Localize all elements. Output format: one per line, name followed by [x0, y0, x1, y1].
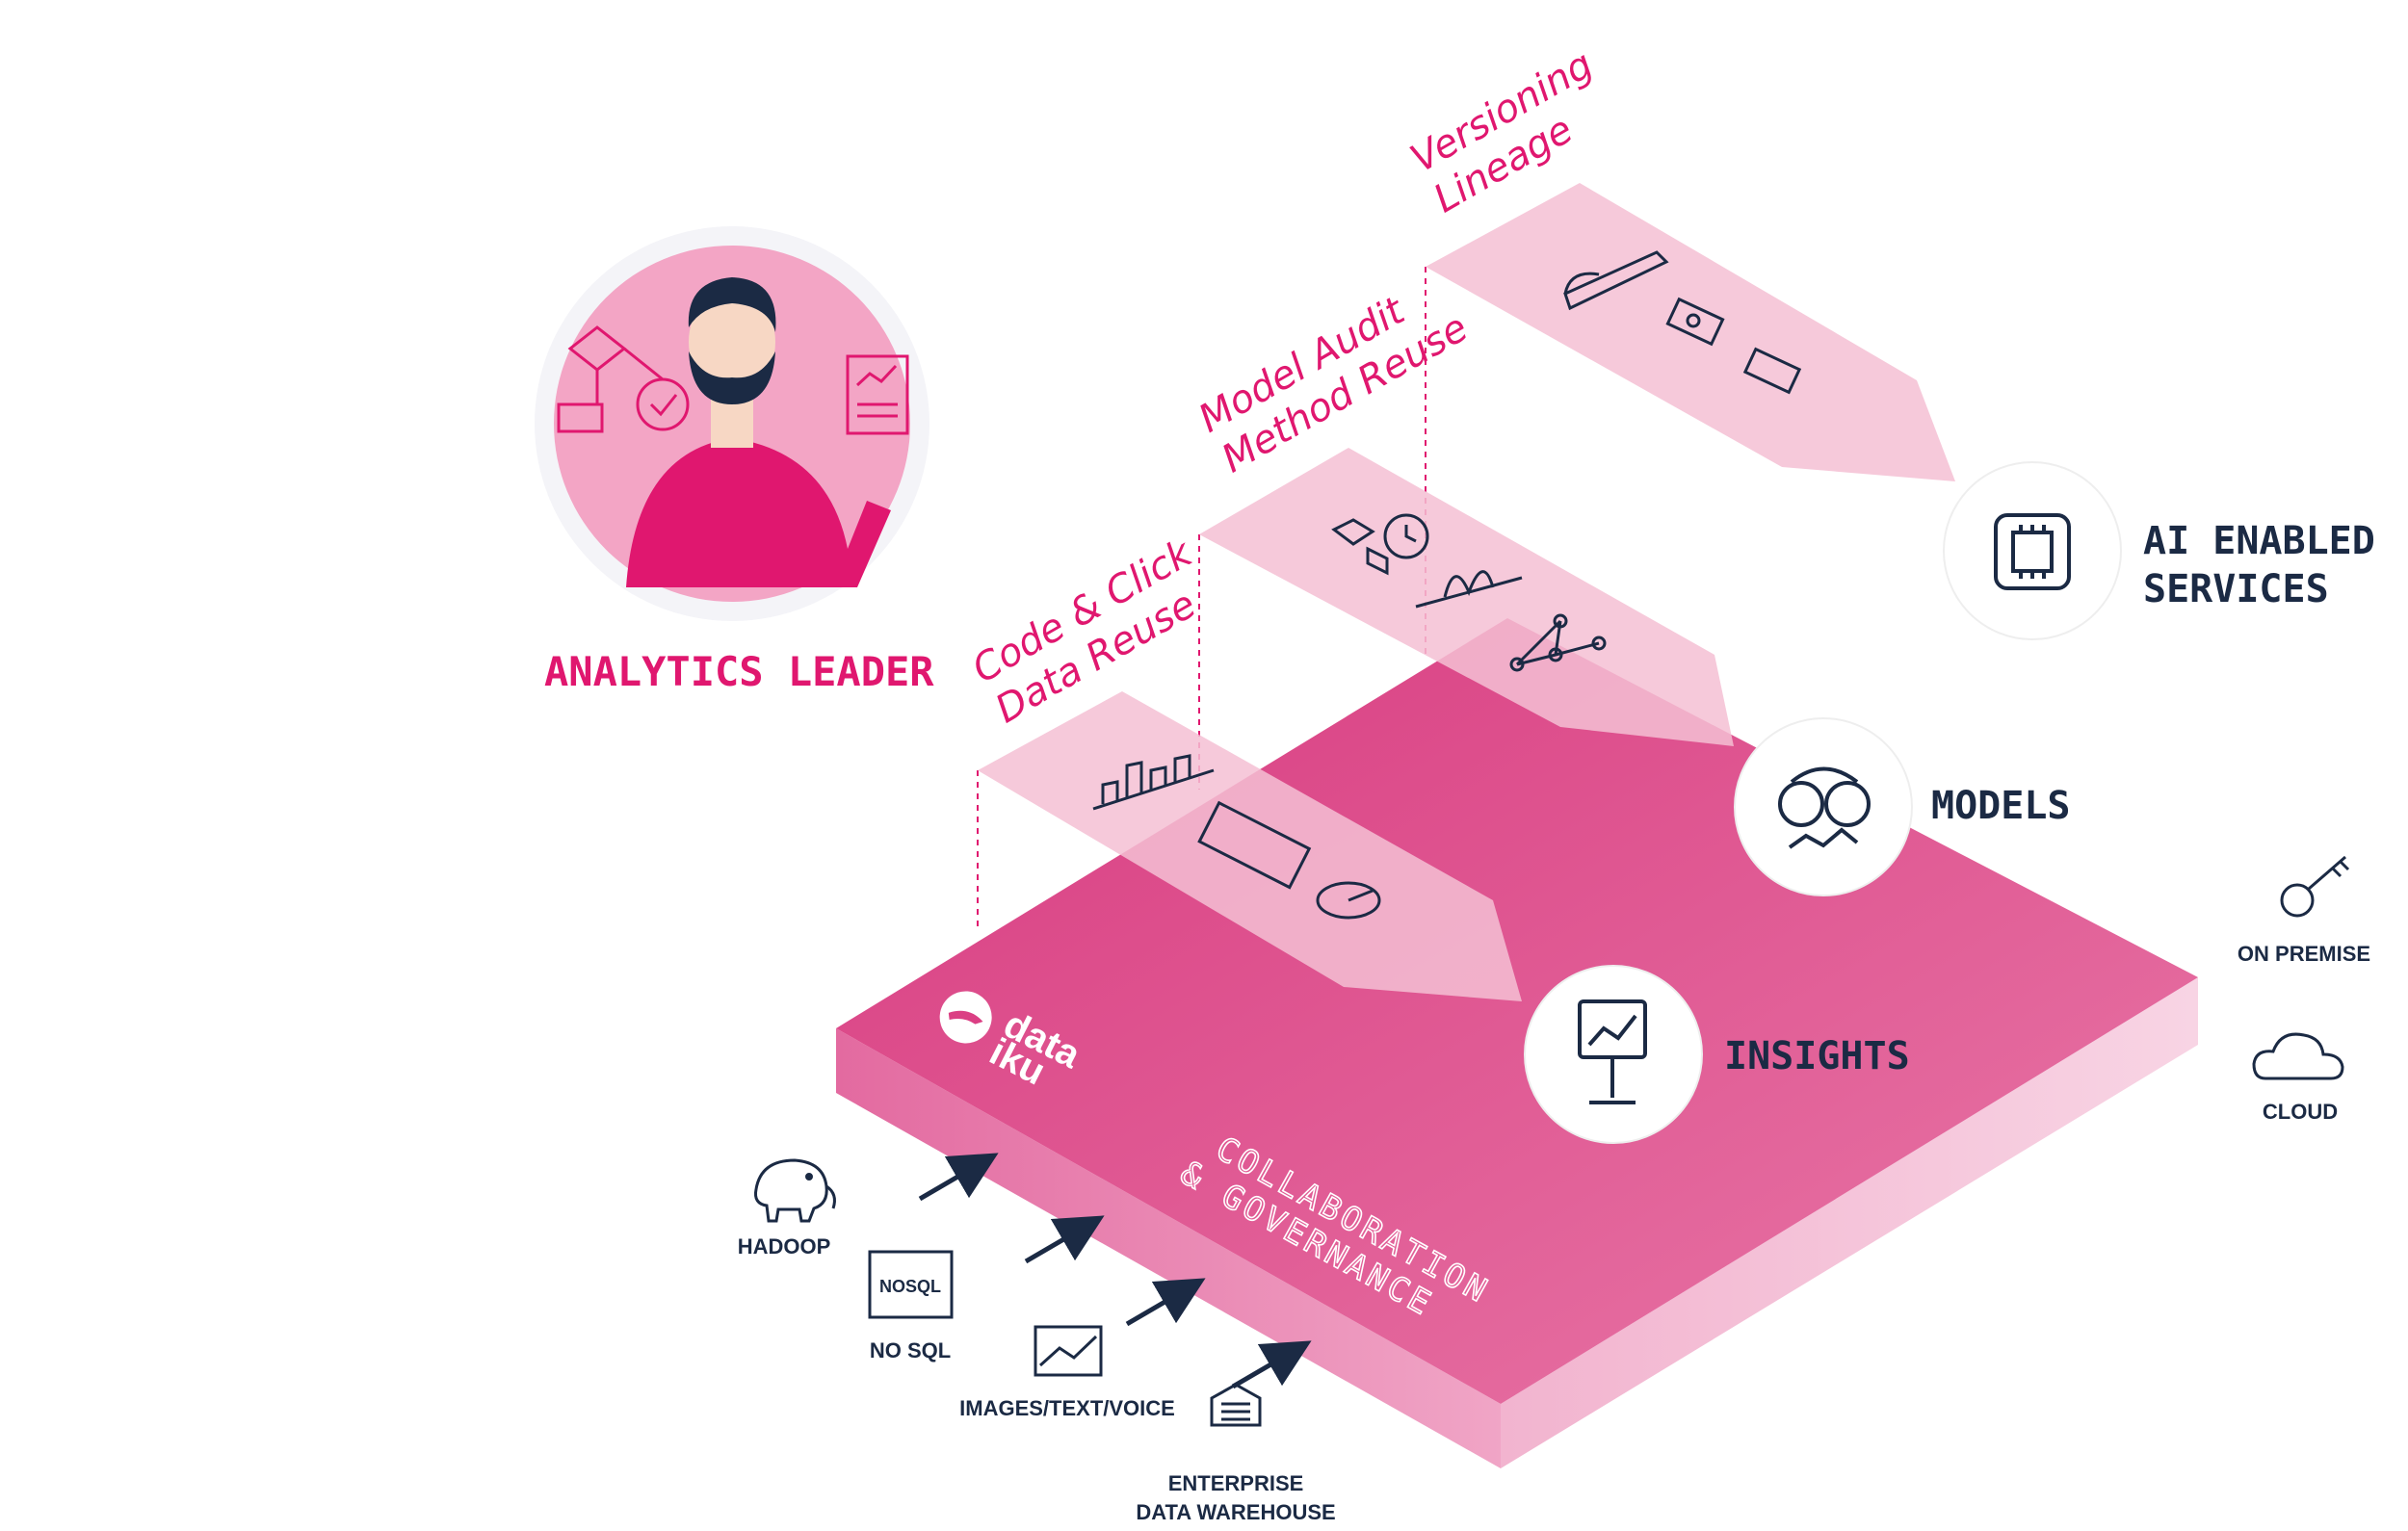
on-premise-label: ON PREMISE	[2238, 942, 2370, 966]
cpu-chip-icon	[1994, 513, 2071, 590]
hadoop-label: HADOOP	[738, 1234, 831, 1259]
panel-bottom-shape	[978, 691, 1522, 1001]
nosql-icon	[868, 1250, 954, 1319]
image-chart-icon	[1034, 1325, 1103, 1377]
models-label: MODELS	[1931, 784, 2071, 828]
analytics-leader-avatar	[535, 226, 929, 621]
chip-card-icon	[1742, 347, 1802, 395]
clock-icon	[1383, 513, 1429, 559]
ai-services-circle	[1943, 461, 2122, 640]
cloud-icon	[2252, 1032, 2344, 1080]
cloud-option: CLOUD	[2252, 1032, 2344, 1124]
panel-middle-shape	[1199, 448, 1734, 746]
kiosk-chart-icon	[1578, 999, 1647, 1104]
cloud-label: CLOUD	[2263, 1100, 2338, 1124]
network-graph-icon	[1509, 613, 1607, 672]
ai-label-line1: AI ENABLED	[2143, 519, 2375, 563]
source-arrows	[918, 1153, 1312, 1389]
panel-top	[1426, 183, 1955, 481]
persona-label: ANALYTICS LEADER	[544, 648, 934, 695]
warehouse-icon	[1210, 1383, 1262, 1427]
device-icon	[1665, 297, 1725, 347]
insights-circle	[1524, 965, 1703, 1144]
dataiku-logo: data iku	[939, 991, 1087, 1094]
warehouse-label-line1: ENTERPRISE	[1168, 1471, 1304, 1495]
insights-label: INSIGHTS	[1724, 1034, 1910, 1078]
insights-node: INSIGHTS	[1524, 965, 1910, 1144]
flowchart-icon	[557, 325, 690, 433]
distribution-icon	[1415, 570, 1523, 609]
nosql-label: NO SQL	[870, 1338, 951, 1362]
on-premise-option: ON PREMISE	[2238, 855, 2370, 966]
ai-services-node: AI ENABLED SERVICES	[1943, 461, 2375, 640]
warehouse-source: ENTERPRISE DATA WAREHOUSE	[1136, 1383, 1336, 1524]
layer-label-2: Model Audit Method Reuse	[1191, 288, 1476, 481]
panel-bottom	[978, 691, 1522, 1001]
platform-front-face	[836, 1028, 1501, 1468]
platform-right-face	[1501, 977, 2198, 1468]
car-icon	[1563, 250, 1669, 311]
images-label: IMAGES/TEXT/VOICE	[959, 1396, 1175, 1420]
hadoop-source: HADOOP	[738, 1158, 836, 1259]
bar-chart-icon	[1092, 754, 1215, 811]
key-icon	[2280, 855, 2350, 918]
pie-chart-icon	[1316, 881, 1381, 920]
nosql-icon-text: NOSQL	[879, 1277, 941, 1296]
elephant-icon	[754, 1158, 836, 1223]
panel-middle	[1199, 448, 1734, 746]
report-icon	[1197, 800, 1312, 890]
platform-top-face	[836, 618, 2198, 1404]
panel-top-shape	[1426, 183, 1955, 481]
binoculars-icon	[1778, 766, 1871, 849]
ai-label-line2: SERVICES	[2143, 567, 2329, 611]
nosql-source: NOSQL NO SQL	[868, 1250, 954, 1362]
person-figure	[626, 277, 891, 587]
models-node: MODELS	[1734, 717, 2071, 896]
warehouse-label-line2: DATA WAREHOUSE	[1136, 1500, 1335, 1524]
document-chart-icon	[846, 354, 909, 435]
layer-label-1: Code & Click Data Reuse	[965, 531, 1203, 732]
flow-shapes-icon	[1331, 518, 1389, 576]
images-source: IMAGES/TEXT/VOICE	[959, 1325, 1175, 1420]
